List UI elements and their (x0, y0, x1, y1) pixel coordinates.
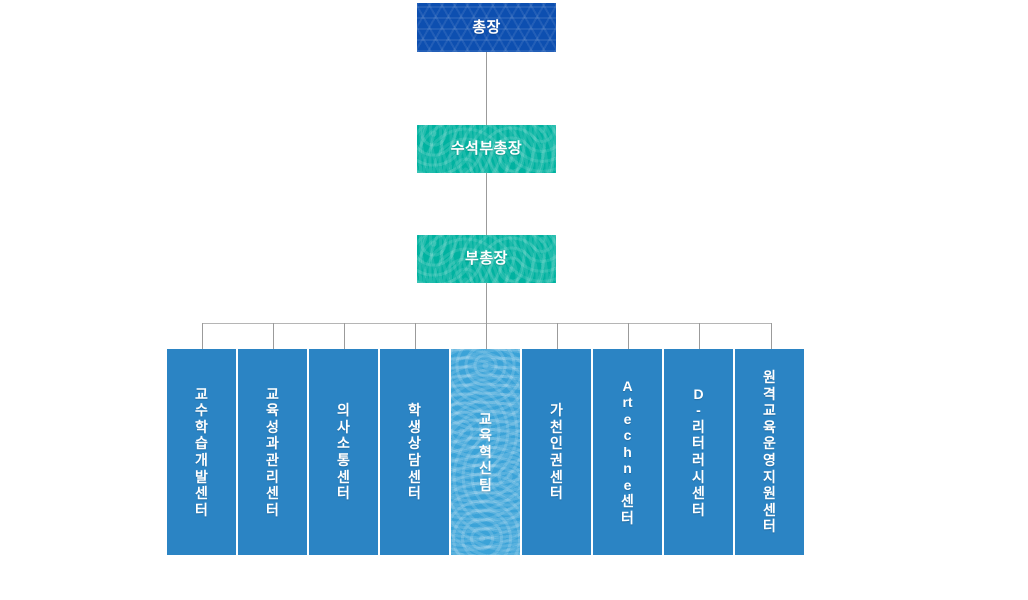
node-senior-vice-president-label: 수석부총장 (450, 140, 523, 158)
node-center-artechne-label: Artechne센터 (621, 377, 634, 526)
node-center-education-performance-label: 교육성과관리센터 (266, 385, 279, 518)
node-center-student-counseling[interactable]: 학생상담센터 (380, 349, 449, 555)
connector-drop-6 (628, 323, 629, 349)
node-center-d-literacy-label: D-리터러시센터 (692, 385, 705, 518)
node-president[interactable]: 총장 (417, 3, 556, 52)
connector-drop-5 (557, 323, 558, 349)
node-center-gachon-human-rights[interactable]: 가천인권센터 (522, 349, 591, 555)
node-team-education-innovation-label: 교육혁신팀 (479, 410, 492, 493)
node-center-d-literacy[interactable]: D-리터러시센터 (664, 349, 733, 555)
connector-drop-1 (273, 323, 274, 349)
node-vice-president[interactable]: 부총장 (417, 235, 556, 283)
connector-drop-2 (344, 323, 345, 349)
node-senior-vice-president[interactable]: 수석부총장 (417, 125, 556, 173)
connector-drop-4 (486, 323, 487, 349)
node-center-education-performance[interactable]: 교육성과관리센터 (238, 349, 307, 555)
connector-drop-7 (699, 323, 700, 349)
node-center-communication[interactable]: 의사소통센터 (309, 349, 378, 555)
node-center-student-counseling-label: 학생상담센터 (408, 402, 421, 502)
node-center-communication-label: 의사소통센터 (337, 402, 350, 502)
node-center-remote-education-support[interactable]: 원격교육운영지원센터 (735, 349, 804, 555)
node-center-artechne[interactable]: Artechne센터 (593, 349, 662, 555)
connector-senior-to-vice (486, 173, 487, 235)
connector-drop-3 (415, 323, 416, 349)
node-center-gachon-human-rights-label: 가천인권센터 (550, 402, 563, 502)
node-center-teaching-learning[interactable]: 교수학습개발센터 (167, 349, 236, 555)
connector-vice-to-bus (486, 283, 487, 323)
node-center-teaching-learning-label: 교수학습개발센터 (195, 385, 208, 518)
connector-horizontal-bus (202, 323, 772, 324)
connector-drop-0 (202, 323, 203, 349)
node-center-remote-education-support-label: 원격교육운영지원센터 (763, 369, 776, 535)
node-team-education-innovation[interactable]: 교육혁신팀 (451, 349, 520, 555)
connector-president-to-senior (486, 52, 487, 125)
connector-drop-8 (771, 323, 772, 349)
node-president-label: 총장 (472, 18, 501, 36)
node-vice-president-label: 부총장 (465, 250, 508, 268)
